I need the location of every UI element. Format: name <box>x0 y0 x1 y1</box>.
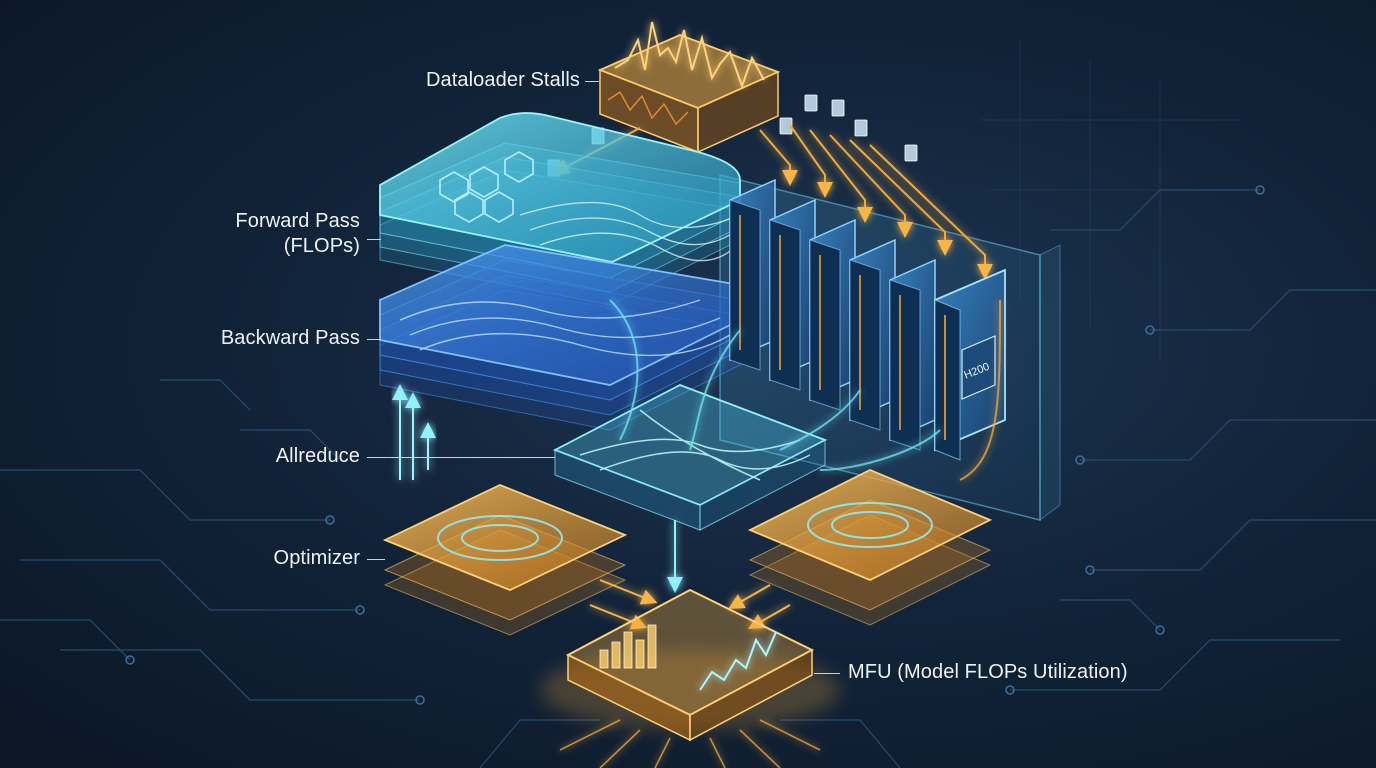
leader-line-optimizer <box>367 559 385 560</box>
feedback-arrows <box>400 392 428 480</box>
optimizer-stack-left <box>385 485 625 635</box>
label-dataloader-stalls: Dataloader Stalls <box>380 69 580 92</box>
leader-line-allreduce <box>367 457 555 458</box>
label-mfu: MFU (Model FLOPs Utilization) <box>848 661 1168 684</box>
dataloader-cube <box>600 22 778 152</box>
label-forward-pass-line2: (FLOPs) <box>284 235 360 257</box>
label-backward-pass: Backward Pass <box>160 327 360 350</box>
leader-line-dataloader <box>585 81 599 82</box>
gpu-chip <box>810 220 855 410</box>
mfu-cube <box>540 590 840 740</box>
label-optimizer: Optimizer <box>160 547 360 570</box>
label-forward-pass-line1: Forward Pass <box>235 210 360 232</box>
gpu-chip <box>890 260 935 450</box>
gpu-chip <box>770 200 815 390</box>
leader-line-mfu <box>814 673 840 674</box>
leader-line-backward <box>367 339 381 340</box>
leader-line-forward <box>367 239 381 240</box>
gpu-chip <box>850 240 895 430</box>
gpu-chip <box>730 180 775 370</box>
label-allreduce: Allreduce <box>160 445 360 468</box>
label-forward-pass: Forward Pass (FLOPs) <box>180 209 360 259</box>
